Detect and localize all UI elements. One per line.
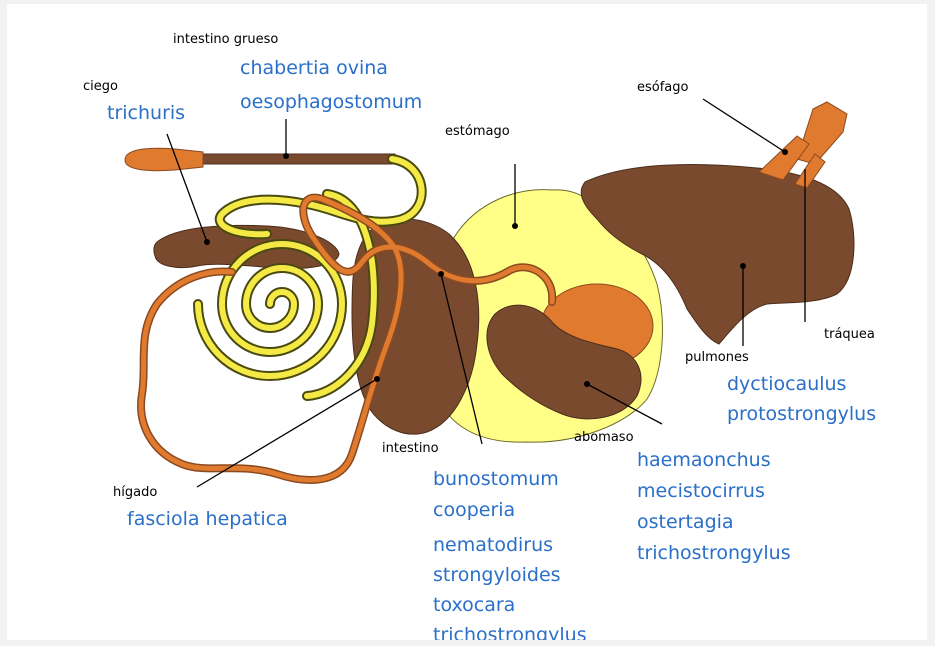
parasite-fasciola-hepatica: fasciola hepatica: [127, 508, 288, 530]
parasite-mecistocirrus: mecistocirrus: [637, 480, 765, 502]
parasite-oesophagostomum: oesophagostomum: [240, 91, 422, 113]
label-higado: hígado: [113, 485, 157, 500]
cecum-orange-end: [125, 148, 203, 170]
parasite-toxocara: toxocara: [433, 594, 515, 616]
parasite-ostertagia: ostertagia: [637, 511, 734, 533]
parasite-protostrongylus: protostrongylus: [727, 403, 876, 425]
parasite-dyctiocaulus: dyctiocaulus: [727, 373, 846, 395]
label-pulmones: pulmones: [685, 350, 749, 365]
ruminant-digestive-diagram: intestino grueso ciego estómago esófago …: [7, 4, 927, 640]
label-abomaso: abomaso: [574, 430, 634, 445]
label-traquea: tráquea: [824, 327, 875, 342]
label-esofago: esófago: [637, 80, 689, 95]
parasite-strongyloides: strongyloides: [433, 564, 561, 586]
diagram-frame: intestino grueso ciego estómago esófago …: [7, 4, 927, 640]
label-ciego: ciego: [83, 79, 118, 94]
parasite-bunostomum: bunostomum: [433, 468, 559, 490]
parasite-chabertia: chabertia ovina: [240, 57, 388, 79]
parasite-cooperia: cooperia: [433, 499, 515, 521]
label-estomago: estómago: [445, 124, 510, 139]
parasite-trichostrongylus-intestino: trichostrongylus: [433, 624, 587, 640]
parasite-haemaonchus: haemaonchus: [637, 449, 771, 471]
esophagus-shape: [797, 102, 847, 164]
parasite-trichuris: trichuris: [107, 102, 185, 124]
label-intestino-grueso: intestino grueso: [173, 32, 278, 47]
large-intestine-tube: [203, 154, 395, 164]
parasite-nematodirus: nematodirus: [433, 534, 553, 556]
label-intestino: intestino: [382, 441, 439, 456]
parasite-trichostrongylus-abomaso: trichostrongylus: [637, 542, 791, 564]
